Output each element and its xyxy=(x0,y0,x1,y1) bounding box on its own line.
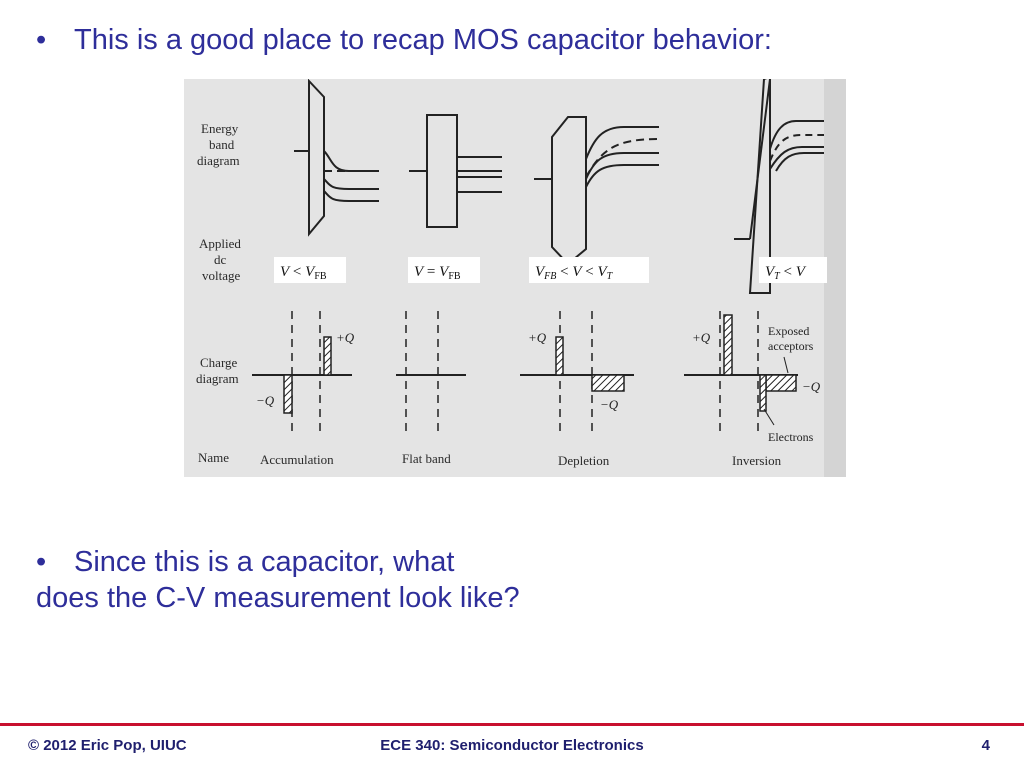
bullet-marker: • xyxy=(36,546,47,578)
voltage-label-inversion: VT < V xyxy=(759,257,827,283)
name-accumulation: Accumulation xyxy=(260,452,334,467)
charge-plus: +Q xyxy=(336,330,355,345)
name-depletion: Depletion xyxy=(558,453,610,468)
band-diagram-inversion xyxy=(734,79,824,294)
svg-text:V = VFB: V = VFB xyxy=(414,264,461,282)
svg-text:VT < V: VT < V xyxy=(765,264,807,282)
bullet-recap-text: This is a good place to recap MOS capaci… xyxy=(74,24,772,56)
bullet-cv-question: • Since this is a capacitor, what does th… xyxy=(36,544,520,616)
row-label-charge-2: diagram xyxy=(196,371,239,386)
row-label-energy-2: band xyxy=(209,137,235,152)
label-exposed: Exposed xyxy=(768,324,809,338)
band-diagram-depletion xyxy=(534,116,660,266)
bullet-cv-line2: does the C-V measurement look like? xyxy=(36,582,520,614)
footer-rule xyxy=(0,723,1024,726)
charge-plus: +Q xyxy=(528,330,547,345)
row-label-voltage-3: voltage xyxy=(202,268,240,283)
footer-course: ECE 340: Semiconductor Electronics xyxy=(380,737,644,754)
label-electrons: Electrons xyxy=(768,430,814,444)
voltage-label-accumulation: V < VFB xyxy=(274,257,346,283)
charge-minus: −Q xyxy=(600,397,619,412)
name-inversion: Inversion xyxy=(732,453,782,468)
band-diagram-flatband xyxy=(409,114,502,228)
mos-capacitor-figure: Energy band diagram Applied dc voltage C… xyxy=(184,79,846,477)
charge-plus: +Q xyxy=(692,330,711,345)
row-label-charge-1: Charge xyxy=(200,355,238,370)
charge-minus: −Q xyxy=(256,393,275,408)
voltage-label-depletion: VFB < V < VT xyxy=(529,257,649,283)
charge-diagram-accumulation: +Q −Q xyxy=(252,311,355,435)
label-acceptors: acceptors xyxy=(768,339,814,353)
row-label-energy-1: Energy xyxy=(201,121,239,136)
footer-page-number: 4 xyxy=(981,737,990,754)
charge-diagram-flatband xyxy=(396,311,466,435)
name-flatband: Flat band xyxy=(402,451,451,466)
row-label-voltage-2: dc xyxy=(214,252,227,267)
voltage-label-flatband: V = VFB xyxy=(408,257,480,283)
svg-text:V < VFB: V < VFB xyxy=(280,264,327,282)
svg-text:VFB < V < VT: VFB < V < VT xyxy=(535,264,614,282)
charge-minus: −Q xyxy=(802,379,821,394)
row-label-voltage-1: Applied xyxy=(199,236,241,251)
bullet-cv-line1: Since this is a capacitor, what xyxy=(74,546,455,578)
charge-diagram-inversion: +Q −Q Exposed acceptors Electrons xyxy=(684,311,821,444)
bullet-recap: • This is a good place to recap MOS capac… xyxy=(36,22,772,58)
footer-copyright: © 2012 Eric Pop, UIUC xyxy=(28,737,187,754)
row-label-name: Name xyxy=(198,450,229,465)
row-label-energy-3: diagram xyxy=(197,153,240,168)
band-diagram-accumulation xyxy=(294,79,379,237)
bullet-marker: • xyxy=(36,24,47,56)
charge-diagram-depletion: +Q −Q xyxy=(520,311,634,435)
